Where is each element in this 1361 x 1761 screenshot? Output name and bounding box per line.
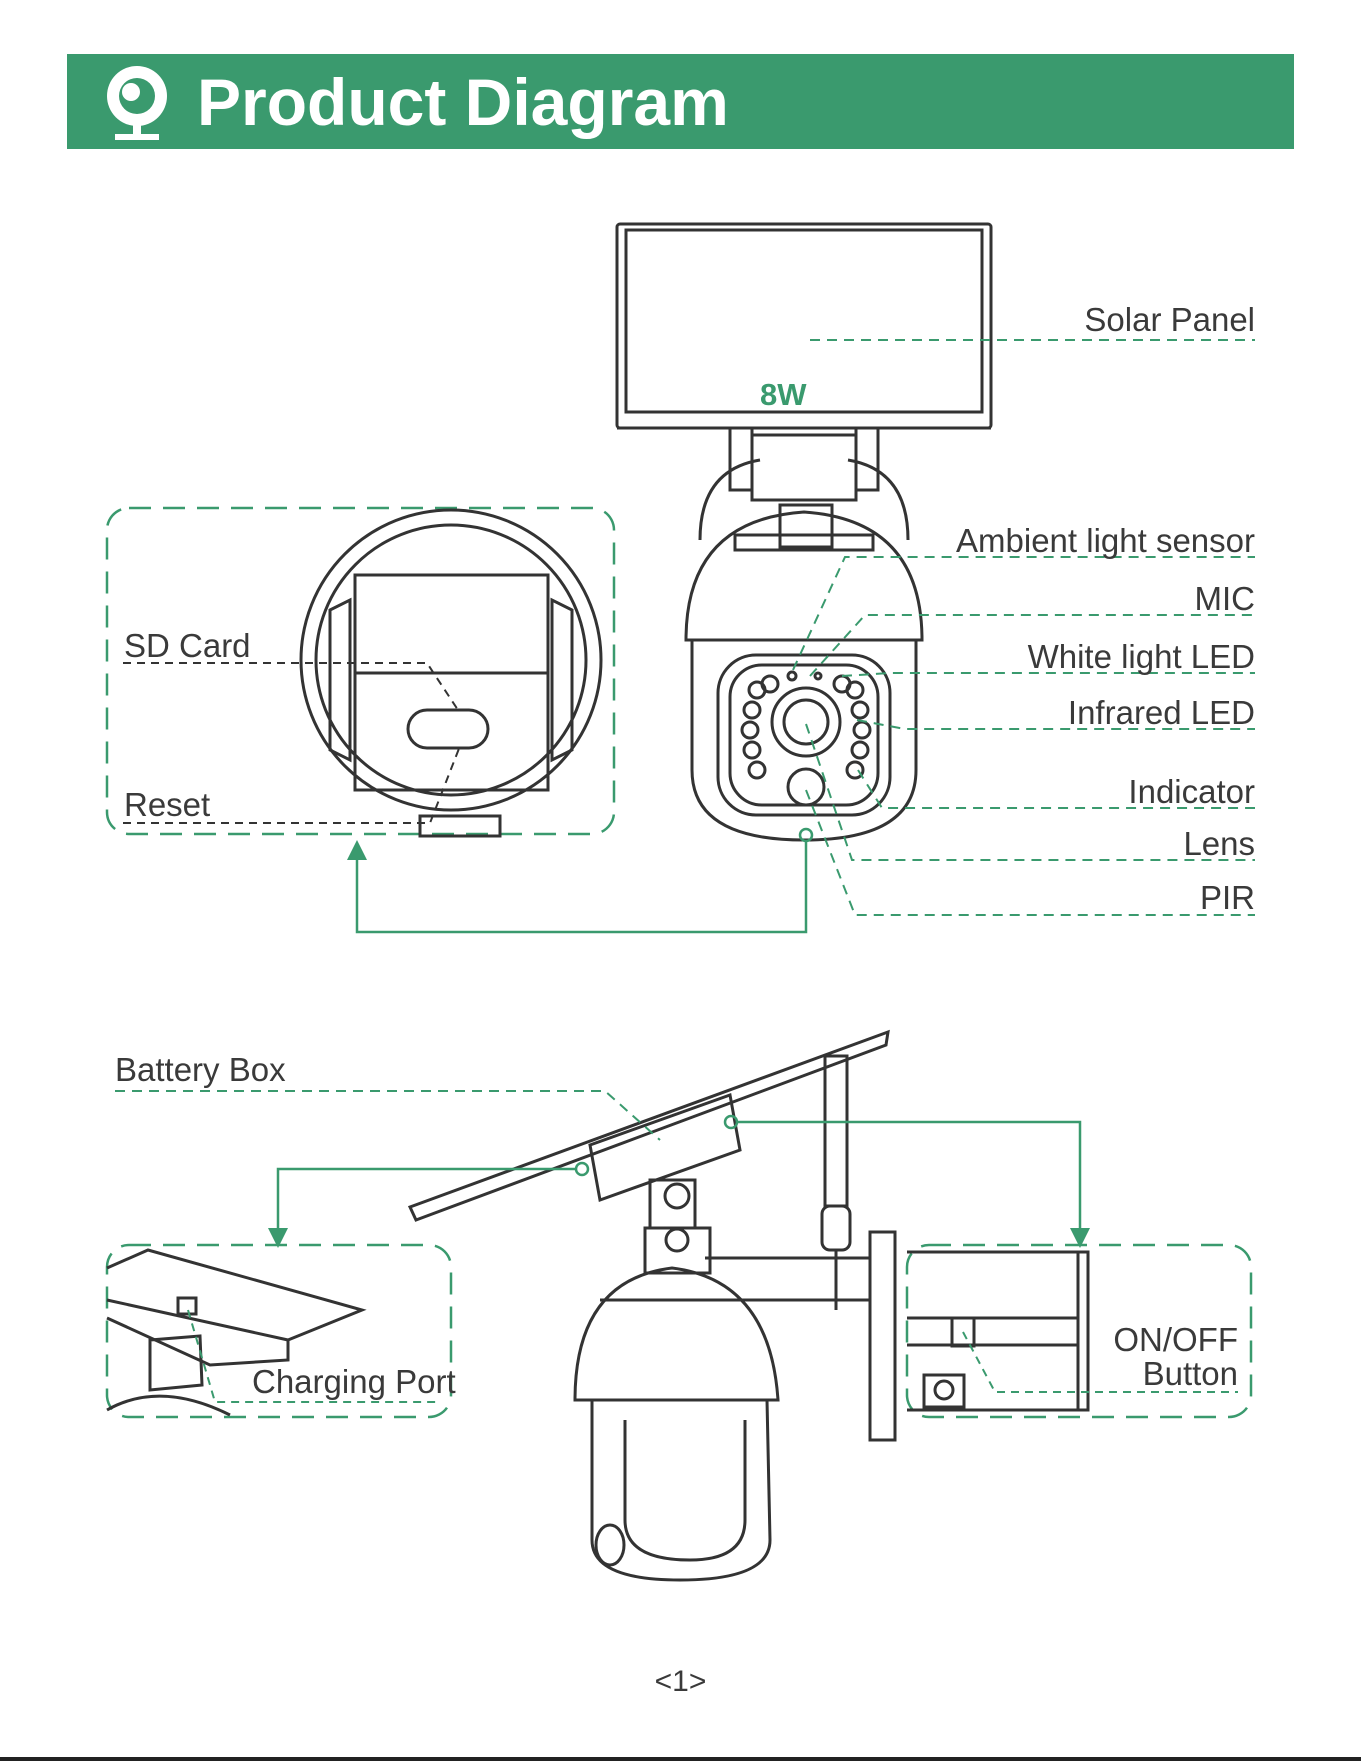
label-on-off-line1: ON/OFF [1080, 1322, 1238, 1358]
label-ambient-light-sensor: Ambient light sensor [905, 523, 1255, 559]
page-number: <1> [0, 1665, 1361, 1699]
label-infrared-led: Infrared LED [990, 695, 1255, 731]
label-sd-card: SD Card [124, 628, 251, 664]
label-lens: Lens [1100, 826, 1255, 862]
inset-connector [357, 829, 812, 932]
bottom-leader-lines [115, 1091, 660, 1140]
bottom-rule [0, 1757, 1361, 1761]
sd-reset-inset-art [301, 510, 601, 836]
label-reset: Reset [124, 787, 210, 823]
bottom-connectors [278, 1116, 1080, 1238]
panel-wattage: 8W [760, 377, 807, 413]
label-on-off-line2: Button [1080, 1356, 1238, 1392]
label-charging-port: Charging Port [252, 1364, 456, 1400]
camera-side-body [410, 1032, 895, 1580]
onoff-inset-art [907, 1252, 1088, 1410]
label-solar-panel: Solar Panel [1000, 302, 1255, 338]
label-indicator: Indicator [1050, 774, 1255, 810]
label-battery-box: Battery Box [115, 1052, 286, 1088]
label-pir: PIR [1100, 880, 1255, 916]
label-white-light-led: White light LED [960, 639, 1255, 675]
camera-front-body [686, 428, 922, 840]
label-mic: MIC [1100, 581, 1255, 617]
